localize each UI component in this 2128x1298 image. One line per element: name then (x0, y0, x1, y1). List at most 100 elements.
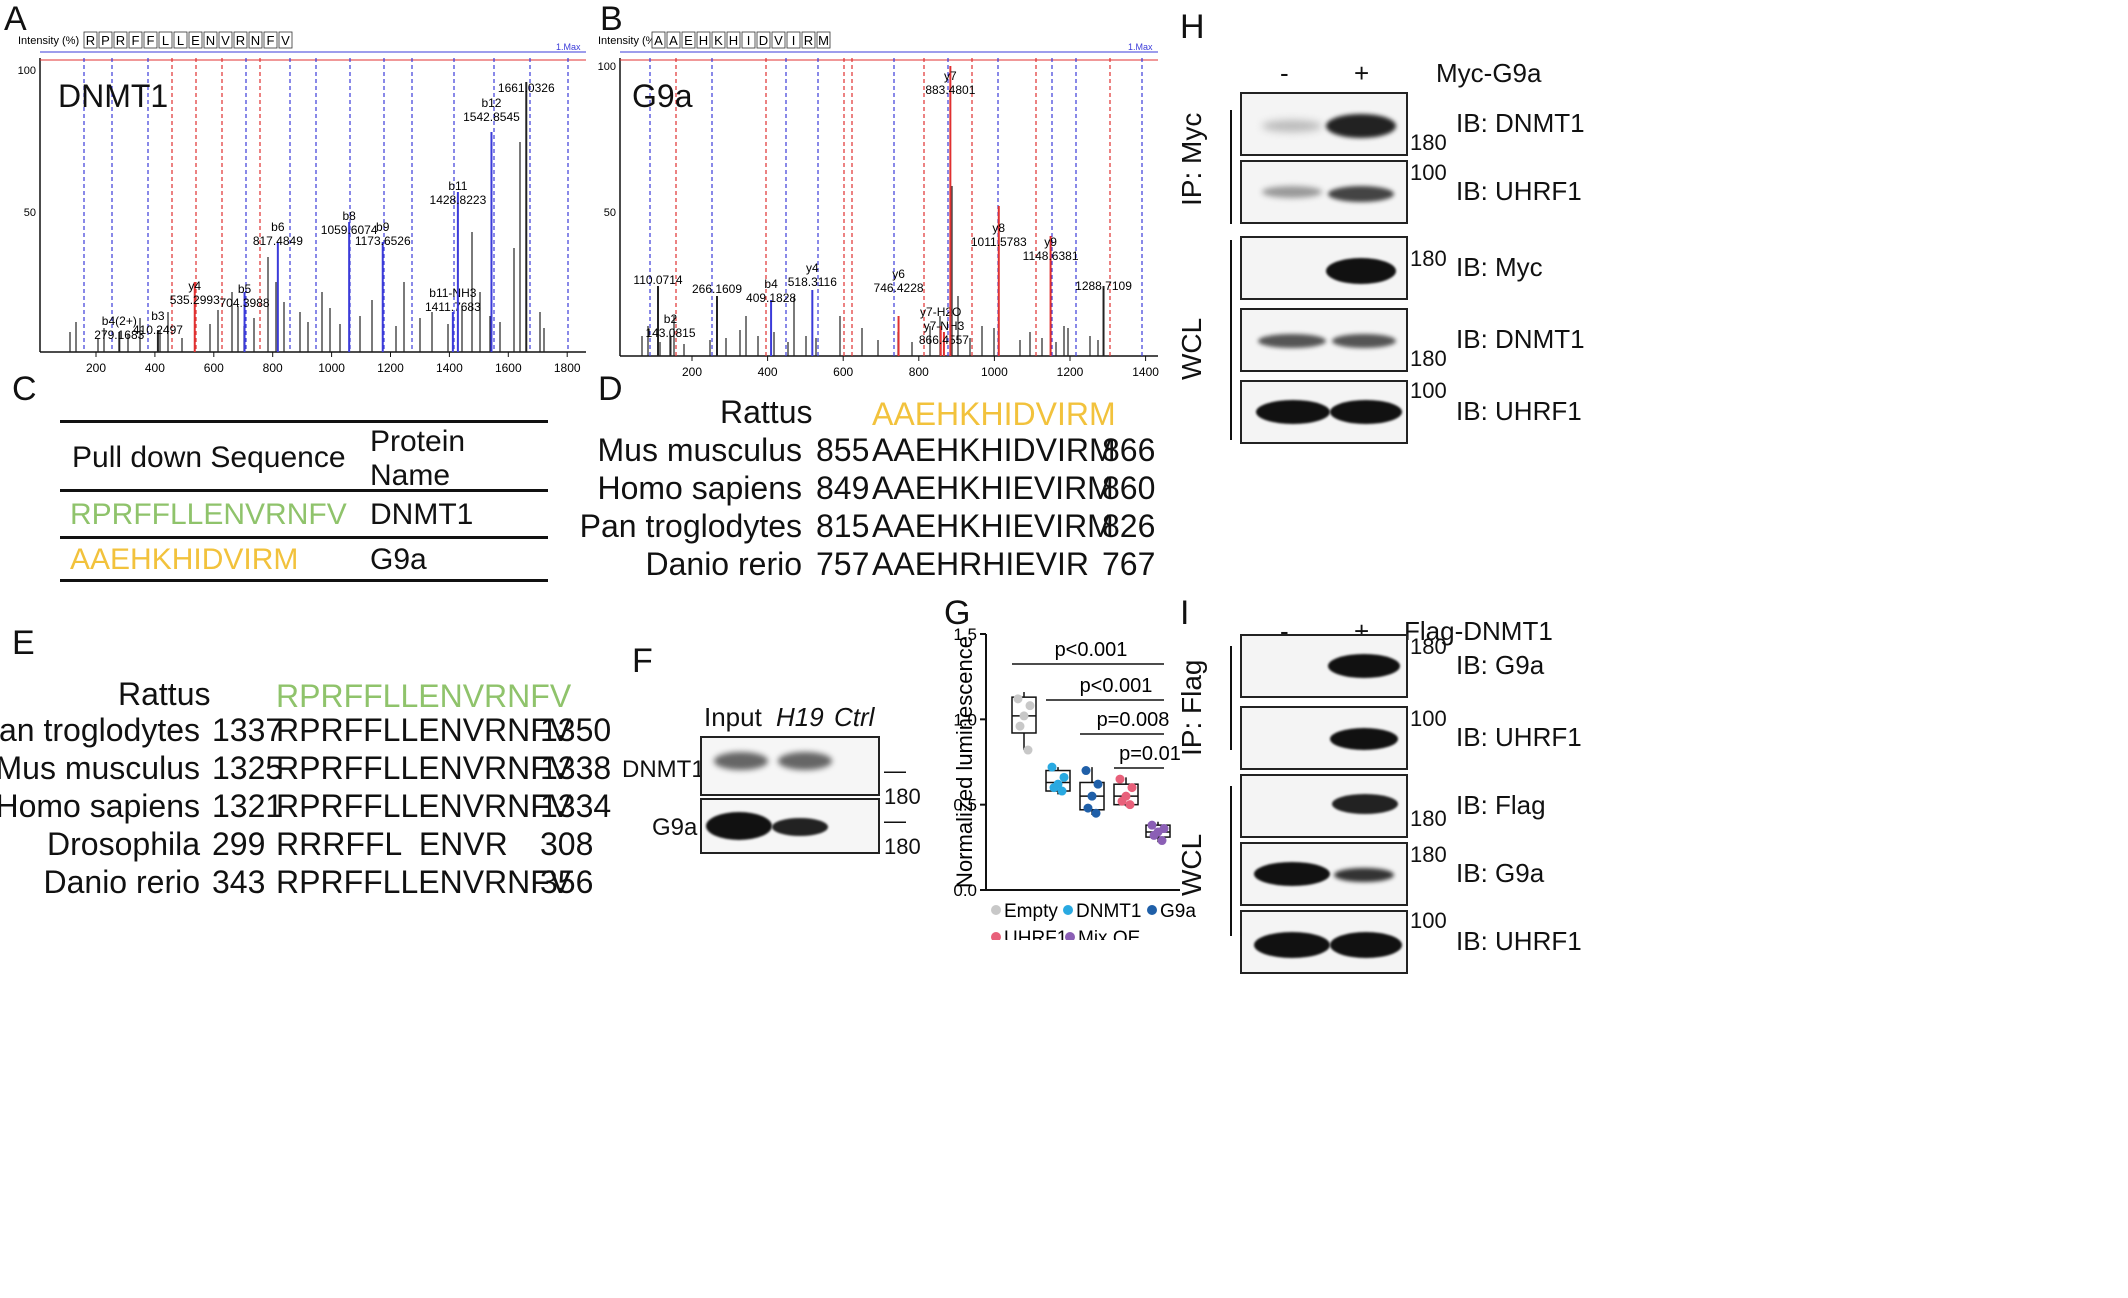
sequence-letter: I (747, 33, 751, 48)
blot-strip (1240, 380, 1408, 444)
table-cell-protein: G9a (370, 543, 427, 576)
blot-strip (1240, 910, 1408, 974)
peak-mz-label: 1411.7683 (425, 300, 481, 314)
sequence-letter: H (699, 33, 708, 48)
blot-band (1332, 794, 1398, 814)
x-tick-label: 1800 (554, 361, 581, 375)
legend-label: Mix OE (1078, 928, 1140, 940)
blot-antibody-label: IB: UHRF1 (1456, 722, 1582, 752)
mw-marker: 100 (1410, 160, 1447, 185)
panel-letter-g: G (944, 594, 971, 632)
residue-end: 308 (540, 826, 594, 862)
peak-mz-label: 535.2993 (170, 293, 220, 307)
residue-start: 1325 (212, 750, 284, 786)
blot-antibody-label: IB: G9a (1456, 650, 1545, 680)
panel-letter-c: C (12, 370, 37, 408)
sequence-letter: V (774, 33, 783, 48)
peak-name-label: y7 (944, 69, 957, 83)
wcl-bracket: WCL (1176, 786, 1238, 936)
sequence-letter-box (801, 31, 816, 49)
condition-minus: - (1280, 616, 1289, 646)
blot-band (1326, 258, 1396, 284)
x-tick-label: 400 (758, 365, 778, 379)
panel-letter-a: A (4, 0, 27, 38)
peak-mz-label: 1173.6526 (355, 234, 411, 248)
blot-f: Input H19 Ctrl DNMT1 G9a — 180 — 180 (620, 690, 940, 870)
mw-marker: 100 (1410, 908, 1447, 933)
sequence-letter: H (729, 33, 738, 48)
table-row: RPRFFLLENVRNFV DNMT1 (60, 492, 548, 536)
data-point (1019, 711, 1029, 721)
ip-bracket: IP: Flag (1176, 646, 1238, 756)
aligned-sequence: AAEHKHIEVIRM (872, 470, 1114, 506)
aligned-sequence: AAEHKHIDVIRM (872, 432, 1116, 468)
data-point (1117, 796, 1127, 806)
mw-marker: 180 (1410, 806, 1447, 831)
lane-label-ctrl: Ctrl (834, 702, 875, 732)
lane-label-input: Input (704, 702, 762, 732)
peak-name-label: b4 (764, 277, 778, 291)
sequence-letter-box (771, 31, 786, 49)
table-cell-sequence: RPRFFLLENVRNFV (70, 498, 347, 531)
peak-mz-label: 410.2497 (133, 323, 183, 337)
blot-strip (1240, 842, 1408, 906)
alignment-e-ref-seq: RPRFFLLENVRNFV (276, 678, 572, 714)
data-point (1147, 820, 1157, 830)
mw-marker: 180 (1410, 842, 1447, 867)
legend-marker (991, 905, 1001, 915)
sequence-letter: F (267, 33, 275, 48)
x-tick-label: 1200 (377, 361, 404, 375)
peak-name-label: b2 (664, 312, 678, 326)
blot-band (1326, 114, 1396, 138)
data-point (1087, 791, 1097, 801)
x-tick-label: 600 (833, 365, 853, 379)
peak-name-label: b3 (151, 309, 165, 323)
spectrum-b-protein: G9a (632, 78, 693, 114)
peak-mz-label: 279.1683 (94, 328, 144, 342)
data-point (1059, 772, 1069, 782)
pulldown-table: Pull down Sequence Protein Name RPRFFLLE… (60, 420, 548, 582)
max-label: 1.Max (556, 42, 581, 52)
blot-f-row-label-dnmt1: DNMT1 (622, 756, 705, 783)
condition-label: Myc-G9a (1436, 58, 1542, 88)
blot-antibody-label: IB: UHRF1 (1456, 396, 1582, 426)
peak-name-label: b8 (342, 209, 356, 223)
peak-mz-label: 1288.7109 (1075, 279, 1132, 293)
y-tick-label: 1.0 (953, 710, 977, 729)
peak-mz-label: 866.4557 (919, 333, 969, 347)
data-point (1157, 836, 1167, 846)
sequence-letter: E (684, 33, 693, 48)
peak-name-label: b11 (448, 179, 467, 193)
species-name: Mus musculus (597, 432, 803, 468)
data-point (1115, 774, 1125, 784)
blot-antibody-label: IB: Myc (1456, 252, 1543, 282)
panel-letter-b: B (600, 0, 623, 38)
intensity-label: Intensity (%) (18, 35, 79, 47)
aligned-sequence: RPRFFLLENVRNFV (276, 712, 572, 748)
mw-marker: — 180 (884, 758, 921, 809)
panel-letter-i: I (1180, 594, 1190, 632)
residue-start: 849 (816, 470, 870, 506)
blot-antibody-label: IB: G9a (1456, 858, 1545, 888)
sequence-letter: I (792, 33, 796, 48)
peak-mz-label: 746.4228 (874, 281, 924, 295)
residue-start: 1321 (212, 788, 284, 824)
blot-f-row-label-g9a: G9a (652, 814, 698, 841)
sequence-letter: N (251, 33, 260, 48)
sequence-letter: N (206, 33, 215, 48)
species-name: Mus musculus (0, 750, 200, 786)
sequence-letter-box (158, 31, 173, 49)
y-tick-label: 100 (598, 61, 616, 73)
peak-mz-label: 518.3116 (788, 275, 837, 289)
blot-band (1254, 932, 1330, 958)
peak-name-label: y6 (892, 267, 905, 281)
box (1011, 696, 1037, 734)
peak-name-label: b12 (481, 96, 501, 110)
mw-marker: 180 (1410, 246, 1447, 271)
significance-label: p<0.001 (1080, 675, 1153, 697)
x-tick-label: 200 (682, 365, 702, 379)
sequence-letter: L (177, 33, 184, 48)
